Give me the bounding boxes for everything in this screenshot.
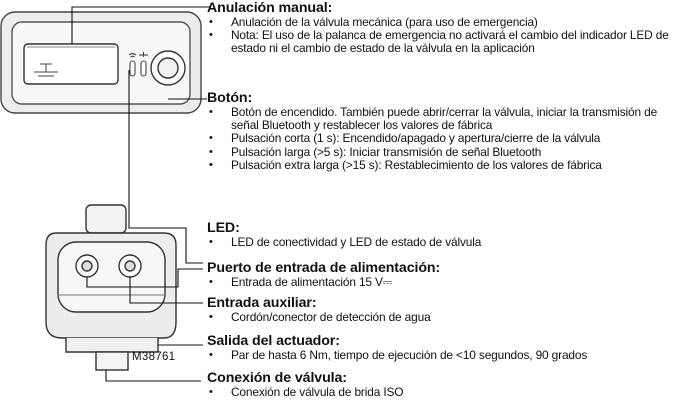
list-item: •Entrada de alimentación 15 V⎓ [209, 275, 393, 289]
actuator-top-view [0, 11, 202, 114]
list-item: •Conexión de válvula de brida ISO [209, 385, 404, 399]
valve-symbol-icon [34, 63, 58, 77]
list-item: •Anulación de la válvula mecánica (para … [209, 15, 538, 29]
section-valve-connection: Conexión de válvula: •Conexión de válvul… [207, 371, 675, 399]
list-item: •Cordón/conector de detección de agua [209, 310, 431, 324]
section-title: Botón: [207, 90, 253, 106]
list-item: •Botón de encendido. También puede abrir… [209, 105, 658, 133]
section-power-input: Puerto de entrada de alimentación: •Entr… [207, 261, 675, 289]
section-title: LED: [207, 220, 240, 236]
section-button: Botón: •Botón de encendido. También pued… [207, 91, 675, 172]
list-item: •Par de hasta 6 Nm, tiempo de ejecución … [209, 348, 588, 362]
section-title: Salida del actuador: [207, 333, 340, 349]
section-title: Entrada auxiliar: [207, 295, 317, 311]
section-manual-override: Anulación manual: •Anulación de la válvu… [207, 1, 675, 56]
section-auxiliary-input: Entrada auxiliar: •Cordón/conector de de… [207, 296, 675, 324]
section-actuator-output: Salida del actuador: •Par de hasta 6 Nm,… [207, 334, 675, 362]
list-item: •Pulsación extra larga (>15 s): Restable… [209, 157, 602, 172]
section-title: Anulación manual: [207, 0, 333, 16]
valve-connection-flange [95, 351, 129, 371]
actuator-front-view [45, 204, 177, 371]
list-item: •LED de conectividad y LED de estado de … [209, 235, 482, 249]
list-item: •Pulsación larga (>5 s): Iniciar transmi… [209, 144, 542, 159]
manual-override-slot [23, 43, 119, 85]
leader-lines [71, 6, 211, 382]
section-title: Puerto de entrada de alimentación: [207, 260, 441, 276]
status-leds [128, 52, 148, 77]
model-code: M38761 [132, 351, 176, 363]
section-led: LED: •LED de conectividad y LED de estad… [207, 221, 675, 249]
list-item: •Nota: El uso de la palanca de emergenci… [209, 28, 669, 56]
section-title: Conexión de válvula: [207, 370, 347, 386]
list-item: •Pulsación corta (1 s): Encendido/apagad… [209, 131, 601, 146]
